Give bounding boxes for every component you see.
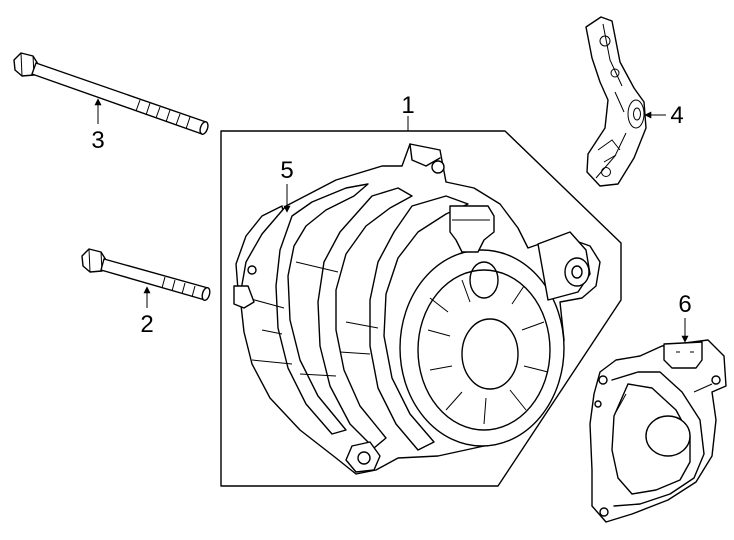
- callout-6: 6: [678, 291, 691, 318]
- alternator-part[interactable]: [233, 143, 601, 475]
- alternator-callout-frame: [220, 130, 622, 487]
- callout-5: 5: [280, 157, 293, 184]
- callout-3: 3: [91, 127, 104, 154]
- bracket-part[interactable]: [585, 16, 647, 187]
- long-bolt-part[interactable]: [13, 52, 209, 135]
- callout-2: 2: [140, 311, 153, 338]
- short-bolt-part[interactable]: [81, 248, 211, 302]
- callout-1: 1: [401, 92, 414, 119]
- callout-4: 4: [670, 102, 683, 129]
- rear-cover-part[interactable]: [589, 339, 727, 523]
